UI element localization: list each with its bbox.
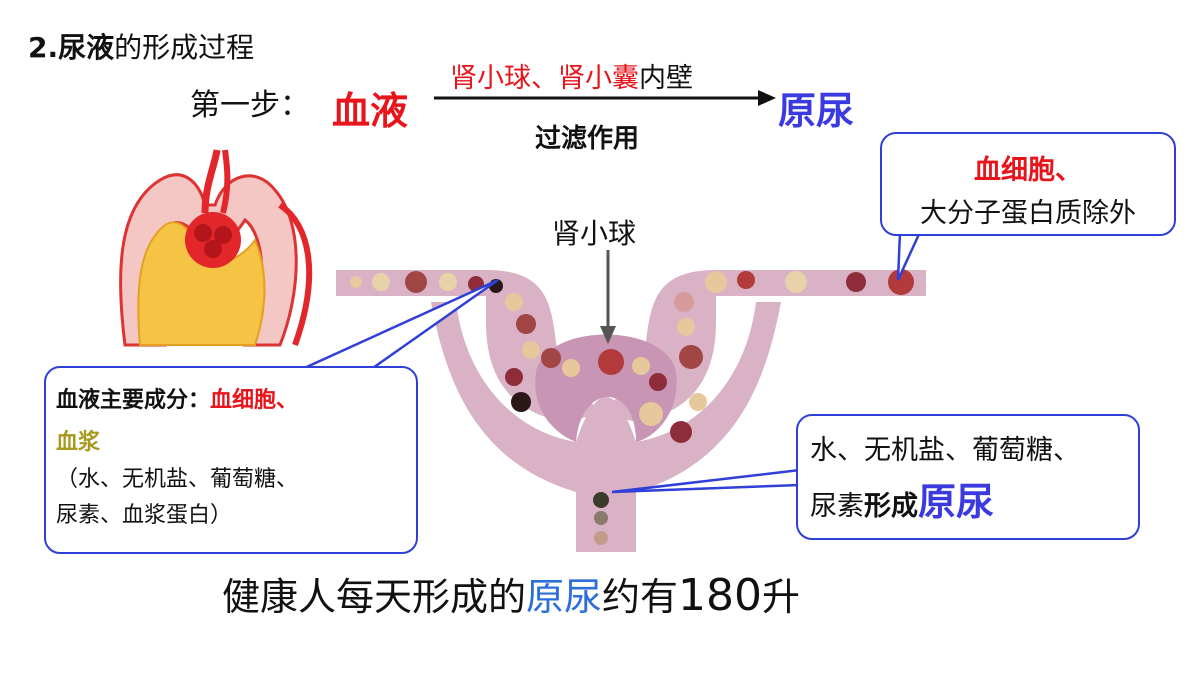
title-bold: 尿液 (58, 31, 115, 64)
callout-primary-urine: 水、无机盐、葡萄糖、 尿素形成原尿 (796, 414, 1140, 540)
callout-excluded-line2: 大分子蛋白质除外 (920, 198, 1136, 229)
bottom-part-b: 原尿 (526, 575, 603, 619)
blood-composition-label: 血液主要成分： (56, 388, 211, 413)
primary-urine-line2: 尿素形成原尿 (810, 471, 1138, 526)
step-to-urine: 原尿 (778, 89, 855, 133)
arrow-under-label: 过滤作用 (535, 124, 640, 154)
callout-blood-composition: 血液主要成分：血细胞、 血浆 （水、无机盐、葡萄糖、 尿素、血浆蛋白） (44, 366, 418, 554)
primary-urine-urea: 尿素 (810, 491, 864, 522)
bottom-volume: 180 (678, 570, 763, 621)
step-from-blood: 血液 (332, 89, 409, 133)
bottom-part-a: 健康人每天形成的 (222, 575, 527, 619)
bottom-statement: 健康人每天形成的原尿约有180升 (222, 566, 800, 621)
arrow-over-black: 内壁 (639, 63, 693, 94)
primary-urine-word: 原尿 (918, 480, 995, 524)
arrow-over-red: 肾小球、肾小囊 (450, 63, 639, 94)
blood-composition-line1: 血液主要成分：血细胞、 (56, 382, 416, 414)
plasma-detail-line2: 尿素、血浆蛋白） (56, 503, 233, 528)
title-rest: 的形成过程 (114, 31, 255, 64)
step-label: 第一步： (190, 88, 310, 123)
nephron-illustration (119, 149, 313, 347)
arrow-over-label: 肾小球、肾小囊内壁 (450, 56, 693, 95)
plasma-detail-line1: （水、无机盐、葡萄糖、 (56, 467, 299, 492)
title-number: 2. (28, 31, 59, 64)
bottom-part-c: 约有 (602, 575, 679, 619)
bottom-unit: 升 (762, 575, 801, 619)
filtration-diagram (336, 269, 926, 552)
primary-urine-form: 形成 (864, 491, 918, 522)
blood-cells-text: 血细胞、 (210, 388, 299, 413)
callout-excluded: 血细胞、 大分子蛋白质除外 (880, 132, 1176, 236)
page-title: 2.尿液的形成过程 (28, 26, 254, 66)
plasma-text: 血浆 (56, 430, 101, 455)
callout-excluded-line1: 血细胞、 (974, 155, 1082, 186)
plasma-detail: （水、无机盐、葡萄糖、 尿素、血浆蛋白） (56, 462, 416, 534)
primary-urine-line1: 水、无机盐、葡萄糖、 (810, 435, 1080, 466)
step-arrow (434, 90, 776, 106)
glomerulus-label: 肾小球 (552, 217, 637, 250)
glomerulus-arrow (600, 250, 616, 344)
